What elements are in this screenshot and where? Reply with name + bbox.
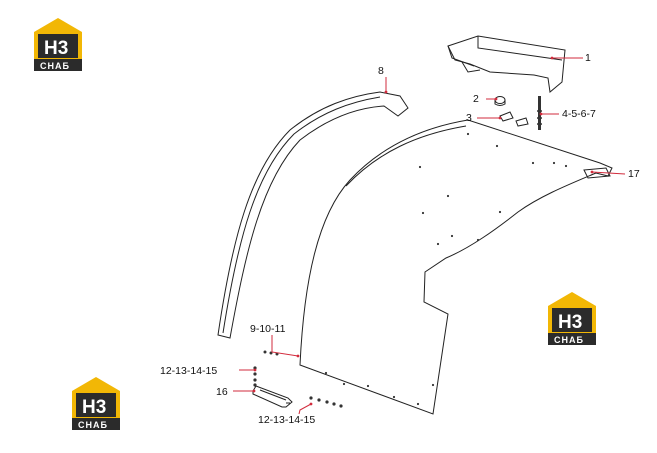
svg-text:H3: H3 <box>558 312 582 333</box>
callout-1: 1 <box>585 52 591 64</box>
brand-logo-bottom-left: H3 СНАБ <box>72 377 120 430</box>
callout-8: 8 <box>378 65 384 77</box>
svg-text:СНАБ: СНАБ <box>40 61 70 71</box>
svg-text:СНАБ: СНАБ <box>78 420 108 430</box>
leader-lines <box>233 57 626 415</box>
callout-9-10-11: 9-10-11 <box>250 323 286 335</box>
fender-panel <box>299 119 613 415</box>
bracket-part-16 <box>252 385 293 408</box>
svg-text:H3: H3 <box>44 38 68 59</box>
brand-logo-top-left: H3 СНАБ <box>34 18 82 71</box>
bolt-set-bottom <box>309 396 343 408</box>
svg-text:H3: H3 <box>82 397 106 418</box>
callout-3: 3 <box>466 112 472 124</box>
callout-4-5-6-7: 4-5-6-7 <box>562 108 596 120</box>
callout-2: 2 <box>473 93 479 105</box>
brand-logo-middle-right: H3 СНАБ <box>548 292 596 345</box>
callout-17: 17 <box>628 168 640 180</box>
callout-12-13-14-15-left: 12-13-14-15 <box>160 365 217 377</box>
callout-12-13-14-15-bottom: 12-13-14-15 <box>258 414 315 426</box>
bolt-set-left <box>253 366 257 387</box>
trim-strip-part-8 <box>217 91 409 339</box>
clip-part-2 <box>494 96 506 106</box>
svg-text:СНАБ: СНАБ <box>554 335 584 345</box>
bolt-stack-part-4-7 <box>537 96 542 130</box>
bracket-part-1 <box>447 35 566 93</box>
panel-fastener-holes <box>324 132 568 406</box>
leader-dots <box>252 56 594 406</box>
plate-part-3 <box>499 111 529 127</box>
callout-16: 16 <box>216 386 228 398</box>
